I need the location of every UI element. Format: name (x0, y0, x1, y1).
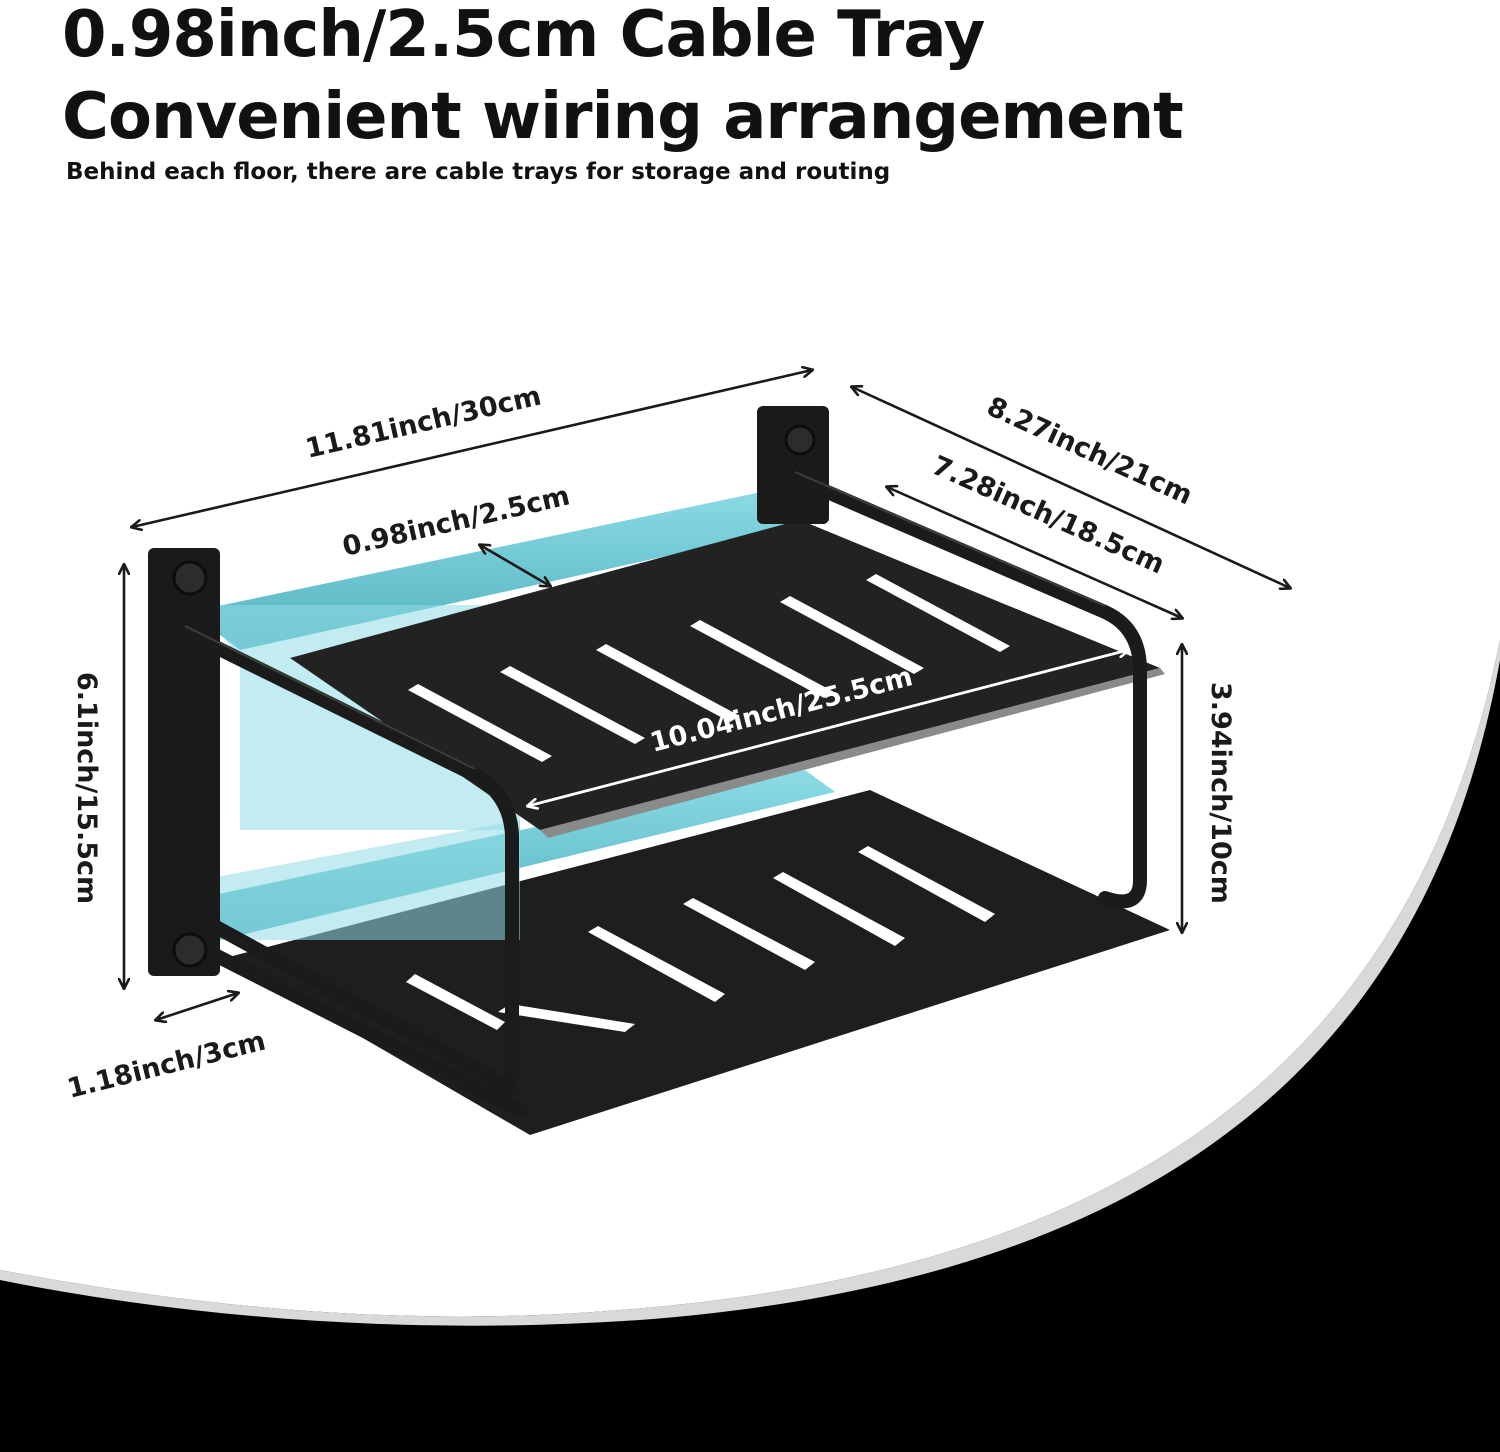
shelf-width-arrow (528, 650, 1128, 806)
page-title: 0.98inch/2.5cm Cable Tray Convenient wir… (62, 0, 1184, 158)
title-line-1: 0.98inch/2.5cm Cable Tray (62, 0, 985, 72)
overall-width-label: 11.81inch/30cm (303, 380, 544, 464)
overall-height-label: 6.1inch/15.5cm (71, 672, 102, 904)
shelf-depth-arrow (887, 487, 1182, 618)
overall-width-arrow (132, 370, 812, 527)
bottom-shelf-slots (406, 846, 995, 1032)
left-wall-bracket (148, 548, 220, 976)
cable-tray-arrow (480, 545, 550, 586)
shelf-gap-label: 3.94inch/10cm (1205, 682, 1236, 904)
bottom-shelf-plate (225, 790, 1170, 1135)
overall-depth-arrow (852, 387, 1290, 588)
dimension-arrows (124, 370, 1290, 1020)
page-subtitle: Behind each floor, there are cable trays… (66, 159, 891, 185)
bracket-depth-label: 1.18inch/3cm (64, 1026, 269, 1105)
bracket-depth-arrow (156, 993, 238, 1020)
title-line-2: Convenient wiring arrangement (62, 80, 1184, 154)
right-wall-bracket (757, 406, 829, 524)
